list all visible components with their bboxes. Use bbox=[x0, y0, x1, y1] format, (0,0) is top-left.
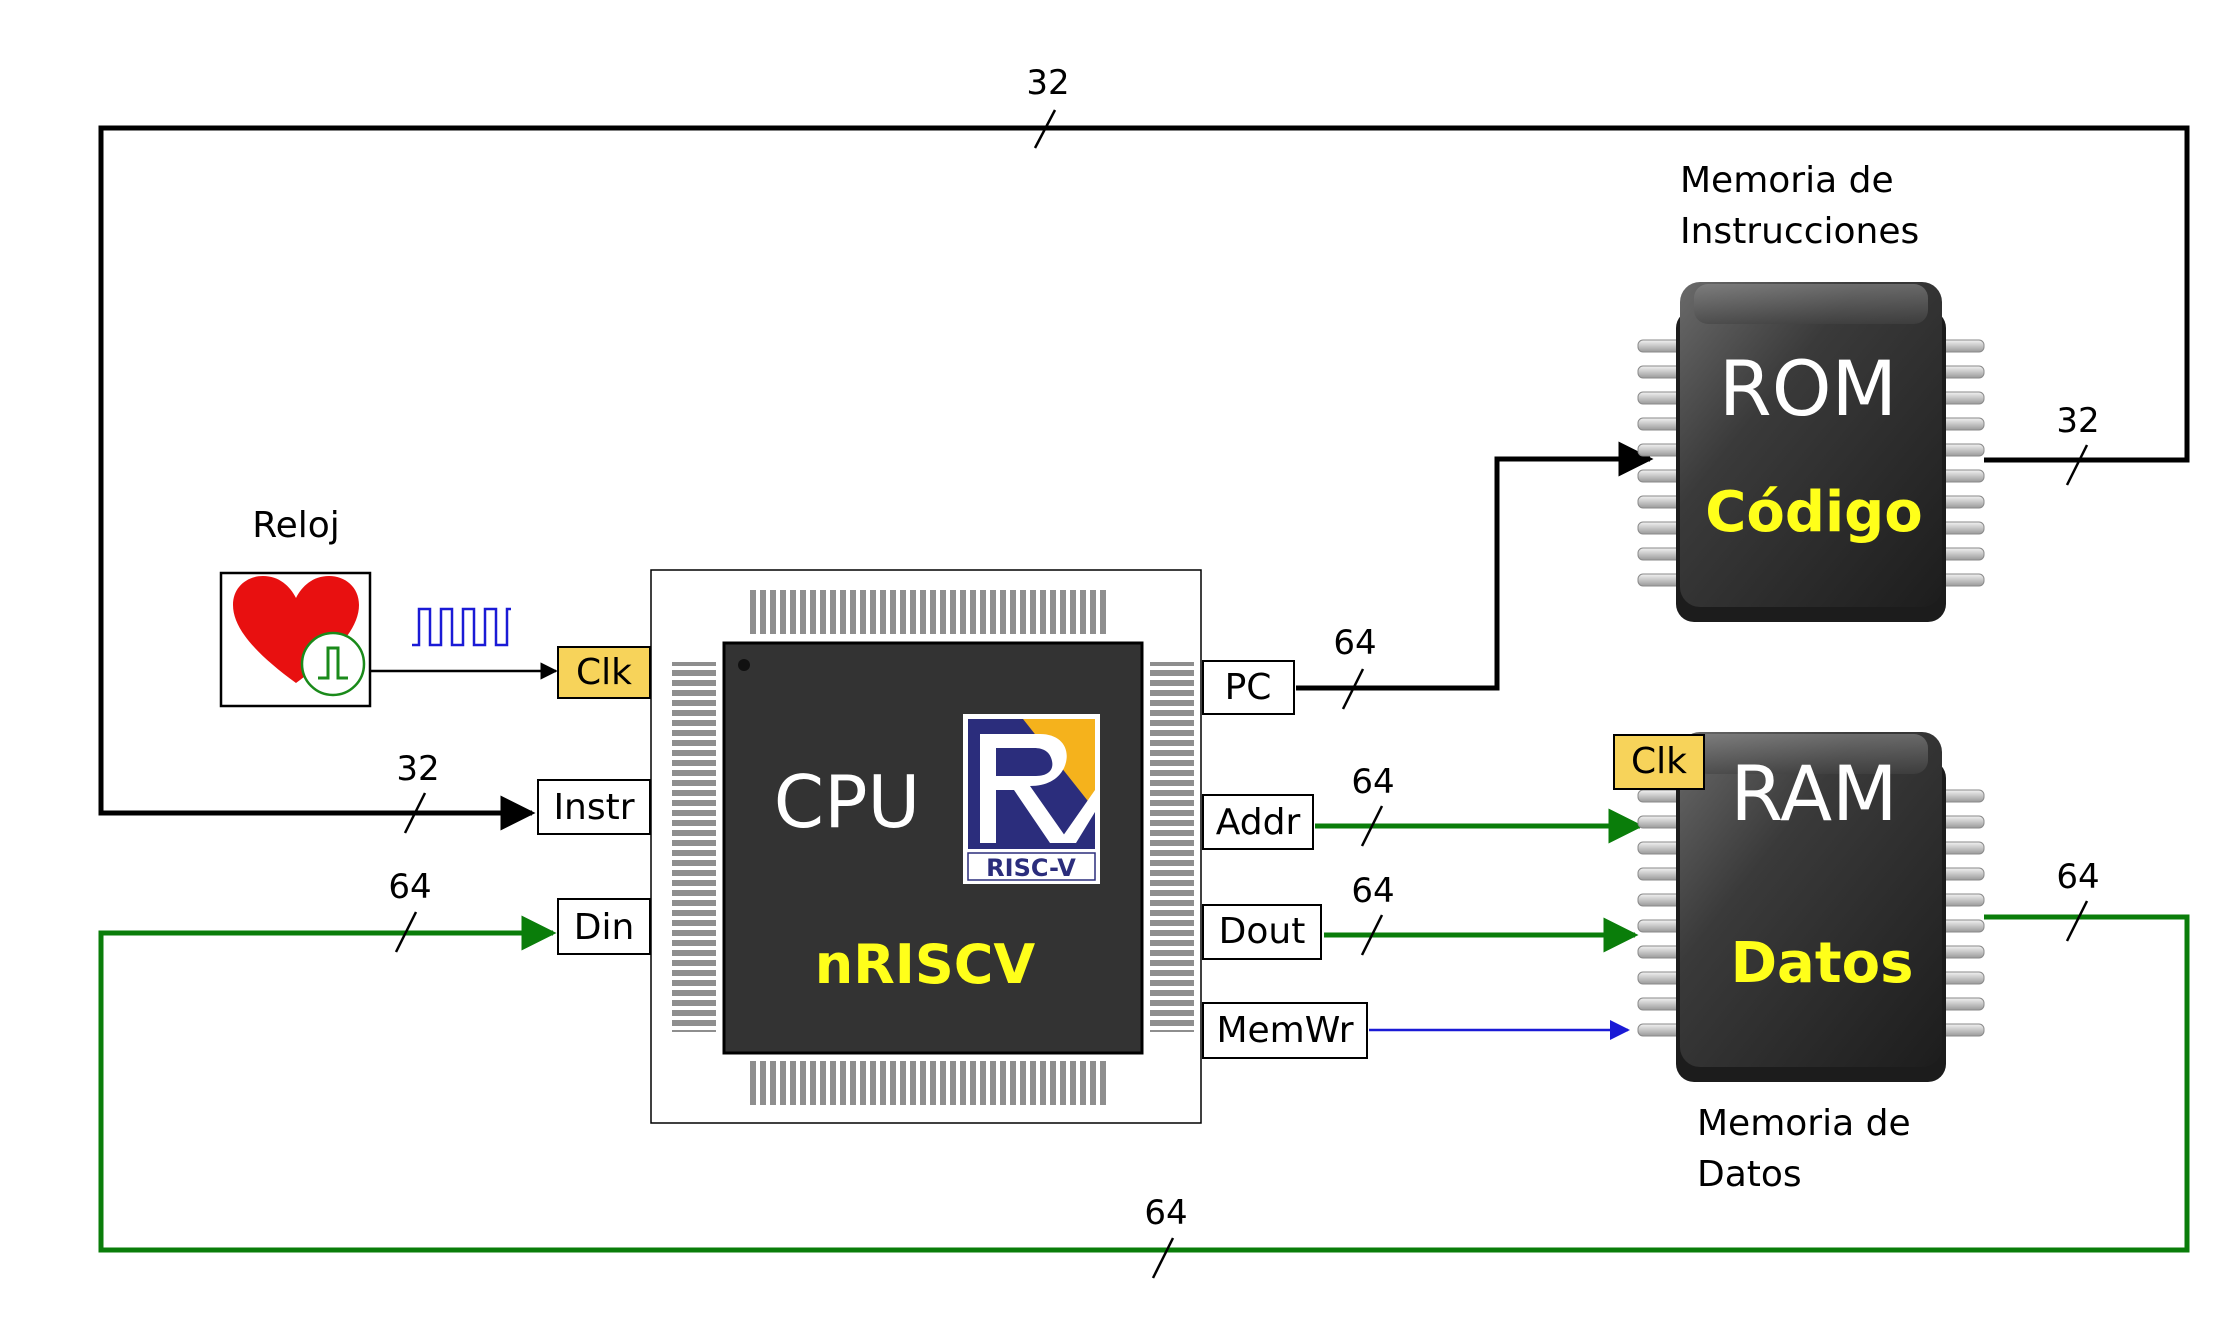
risc-v-logo-icon: RISC-V bbox=[963, 714, 1100, 884]
port-addr-label: Addr bbox=[1216, 802, 1301, 843]
rom-title: ROM bbox=[1719, 344, 1897, 433]
rom-caption-line1: Memoria de bbox=[1680, 160, 1894, 201]
ram-port-clk: Clk bbox=[1613, 734, 1705, 790]
clock-label: Reloj bbox=[252, 505, 340, 546]
port-din: Din bbox=[557, 898, 651, 955]
square-wave-icon bbox=[412, 607, 511, 647]
ram-caption-line1: Memoria de bbox=[1697, 1103, 1911, 1144]
port-dout: Dout bbox=[1202, 904, 1322, 960]
ram-subtitle: Datos bbox=[1731, 931, 1914, 996]
port-clk-label: Clk bbox=[576, 652, 632, 693]
cpu-title: CPU bbox=[774, 760, 920, 844]
width-label-dout-out: 64 bbox=[1351, 871, 1394, 911]
port-dout-label: Dout bbox=[1219, 911, 1306, 952]
width-label-bottom-bus: 64 bbox=[1144, 1193, 1187, 1233]
port-memwr-label: MemWr bbox=[1216, 1010, 1353, 1051]
width-label-pc-out: 64 bbox=[1333, 623, 1376, 663]
bus-width-slashes bbox=[394, 109, 2089, 1279]
rom-subtitle: Código bbox=[1705, 480, 1922, 545]
width-label-instr-in: 32 bbox=[396, 749, 439, 789]
risc-v-logo-text: RISC-V bbox=[986, 854, 1076, 882]
ram-chip bbox=[1637, 732, 1985, 1082]
port-addr: Addr bbox=[1202, 794, 1314, 850]
port-instr: Instr bbox=[537, 779, 651, 835]
width-label-ram-out: 64 bbox=[2056, 857, 2099, 897]
rom-to-instr-bus bbox=[98, 125, 2190, 831]
port-pc: PC bbox=[1202, 660, 1295, 715]
rom-pins-left bbox=[1637, 339, 1685, 587]
width-label-rom-out: 32 bbox=[2056, 401, 2099, 441]
port-clk: Clk bbox=[557, 646, 651, 699]
ram-title: RAM bbox=[1730, 749, 1897, 838]
rom-chip bbox=[1637, 282, 1985, 622]
heart-clock-icon bbox=[219, 571, 372, 708]
ram-port-clk-label: Clk bbox=[1631, 741, 1687, 782]
width-label-addr-out: 64 bbox=[1351, 762, 1394, 802]
ram-to-din-bus bbox=[98, 914, 2190, 1253]
rom-caption-line2: Instrucciones bbox=[1680, 211, 1919, 252]
width-label-din-in: 64 bbox=[388, 867, 431, 907]
ram-pins-right bbox=[1937, 789, 1985, 1037]
cpu-name: nRISCV bbox=[815, 933, 1036, 996]
pc-to-rom-bus bbox=[1296, 441, 1654, 691]
ram-caption-line2: Datos bbox=[1697, 1154, 1802, 1195]
width-label-top-bus: 32 bbox=[1026, 63, 1069, 103]
port-din-label: Din bbox=[574, 907, 635, 948]
port-memwr: MemWr bbox=[1202, 1002, 1368, 1059]
port-instr-label: Instr bbox=[553, 787, 634, 828]
cpu-chip bbox=[650, 569, 1202, 1124]
port-pc-label: PC bbox=[1225, 667, 1272, 708]
